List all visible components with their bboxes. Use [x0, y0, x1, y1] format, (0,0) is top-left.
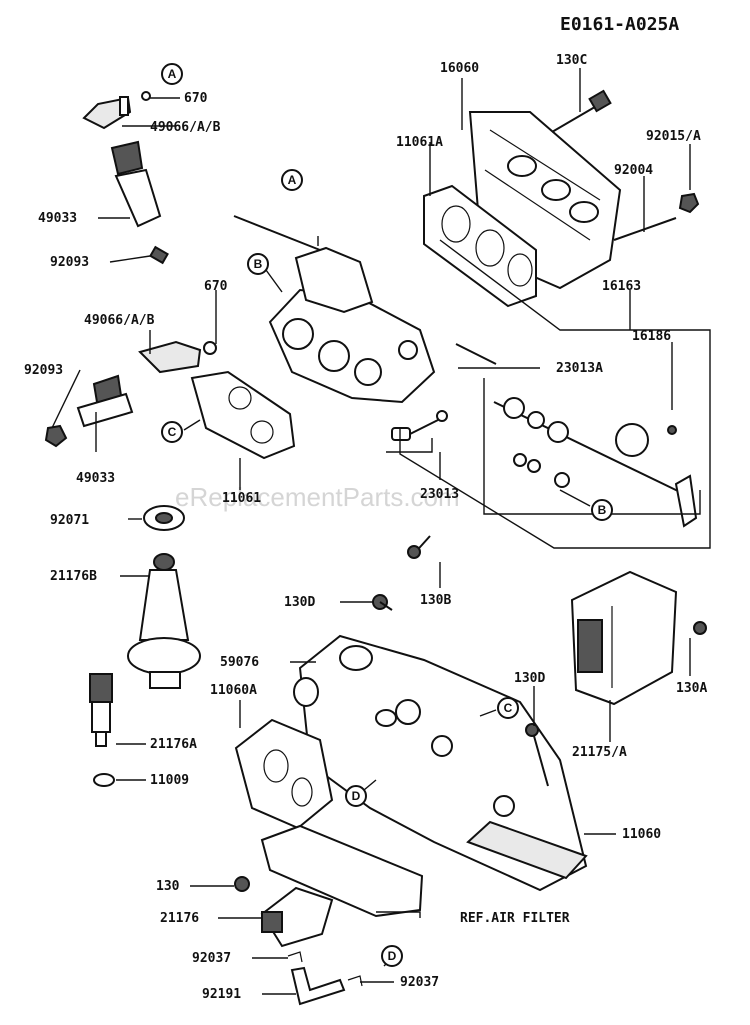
- label-92037-right: 92037: [400, 975, 439, 990]
- svg-text:B: B: [254, 257, 263, 271]
- label-130: 130: [156, 879, 180, 894]
- label-23013: 23013: [420, 487, 459, 502]
- label-49033-top: 49033: [38, 211, 77, 226]
- label-16163: 16163: [602, 279, 641, 294]
- label-21175: 21175/A: [572, 745, 627, 760]
- injector-tip-top: [119, 96, 129, 116]
- svg-text:A: A: [168, 67, 177, 81]
- label-11009: 11009: [150, 773, 189, 788]
- callout-a-mid: A: [281, 169, 303, 191]
- label-49066-top: 49066/A/B: [150, 120, 221, 135]
- o-ring-670-top: [141, 91, 151, 101]
- svg-text:B: B: [598, 503, 607, 517]
- clip-92093-left: [44, 424, 68, 448]
- label-92004: 92004: [614, 163, 653, 178]
- stud-92004: [613, 217, 677, 241]
- label-130a: 130A: [676, 681, 707, 696]
- svg-text:C: C: [168, 425, 177, 439]
- label-92191: 92191: [202, 987, 241, 1002]
- ecu-21175: [570, 570, 678, 706]
- label-21176a: 21176A: [150, 737, 197, 752]
- label-21176: 21176: [160, 911, 199, 926]
- label-92015: 92015/A: [646, 129, 701, 144]
- label-92093-top: 92093: [50, 255, 89, 270]
- sensor-21176b: [127, 553, 201, 689]
- screw-kit-23013: [391, 410, 448, 441]
- label-49066-mid: 49066/A/B: [84, 313, 155, 328]
- injector-body-49033-top: [114, 168, 162, 228]
- grommet-92071: [143, 505, 185, 531]
- label-130c: 130C: [556, 53, 587, 68]
- label-11060: 11060: [622, 827, 661, 842]
- bolt-130d-right: [525, 723, 549, 787]
- callout-d-bottom: D: [381, 945, 403, 967]
- clamp-92037-right: [347, 975, 363, 987]
- washer-11009: [93, 773, 115, 787]
- bolt-130a: [693, 621, 707, 635]
- bolt-130c: [551, 89, 612, 133]
- label-23013a: 23013A: [556, 361, 603, 376]
- leader-lines: [51, 68, 711, 995]
- o-ring-670-mid: [203, 341, 217, 355]
- svg-text:D: D: [388, 949, 397, 963]
- label-11061: 11061: [222, 491, 261, 506]
- label-11060a: 11060A: [210, 683, 257, 698]
- gasket-11061: [190, 370, 296, 460]
- label-92093-left: 92093: [24, 363, 63, 378]
- clip-92093-top: [149, 245, 169, 265]
- label-16186: 16186: [632, 329, 671, 344]
- temp-sensor-21176a: [89, 673, 113, 747]
- gasket-11061a: [423, 184, 537, 308]
- label-21176b: 21176B: [50, 569, 97, 584]
- label-670-top: 670: [184, 91, 208, 106]
- label-16060: 16060: [440, 61, 479, 76]
- callout-b-mid: B: [247, 253, 269, 275]
- callout-c-mid: C: [161, 421, 183, 443]
- svg-text:A: A: [288, 173, 297, 187]
- label-130d-right: 130D: [514, 671, 545, 686]
- diagram-code: E0161-A025A: [560, 14, 679, 35]
- injector-connector-top: [110, 140, 144, 176]
- label-130d-top: 130D: [284, 595, 315, 610]
- injector-top-assembly: [82, 91, 169, 265]
- screw-kit-23013a: [455, 343, 497, 365]
- svg-text:C: C: [504, 701, 513, 715]
- label-92037-left: 92037: [192, 951, 231, 966]
- callout-d-mid: D: [345, 785, 367, 807]
- callout-b-right: B: [591, 499, 613, 521]
- bolt-130b: [407, 535, 431, 559]
- injector-body-49033-mid: [76, 392, 134, 428]
- label-130b: 130B: [420, 593, 451, 608]
- air-filter-bracket: [260, 824, 424, 918]
- clamp-92037-left: [287, 951, 303, 963]
- label-ref-air-filter: REF.AIR FILTER: [460, 911, 570, 926]
- label-59076: 59076: [220, 655, 259, 670]
- injector-mid-assembly: [44, 340, 217, 448]
- label-49033-mid: 49033: [76, 471, 115, 486]
- bolt-130: [234, 876, 250, 892]
- injector-holder-49066-mid: [138, 340, 202, 374]
- hose-92191: [290, 966, 346, 1006]
- label-11061a: 11061A: [396, 135, 443, 150]
- throttle-body-16163: [233, 215, 436, 404]
- label-92071: 92071: [50, 513, 89, 528]
- bolt-130d-top: [372, 594, 393, 611]
- label-670-mid: 670: [204, 279, 228, 294]
- svg-text:D: D: [352, 789, 361, 803]
- callout-c-right: C: [497, 697, 519, 719]
- watermark: eReplacementParts.com: [175, 482, 460, 512]
- gasket-11060a: [234, 718, 334, 830]
- nut-92015: [678, 192, 700, 214]
- map-sensor-21176: [260, 886, 334, 948]
- callout-a-top: A: [161, 63, 183, 85]
